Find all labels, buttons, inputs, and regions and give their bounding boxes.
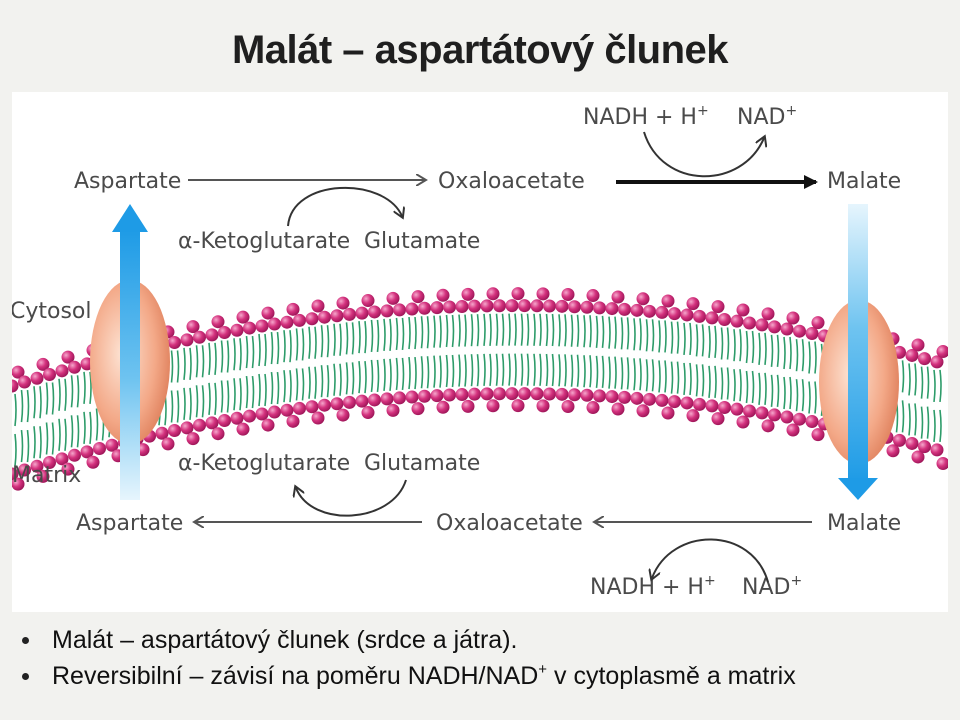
cytosol-ketoglutarate-glutamate-curve xyxy=(287,187,402,227)
bullet-text-1: Malát – aspartátový člunek (srdce a játr… xyxy=(52,626,518,654)
cytosol-nadh-label: NADH + H+ xyxy=(583,103,709,130)
matrix-glutamate-ketoglutarate-curve xyxy=(296,479,407,517)
cytosol-aspartate-label: Aspartate xyxy=(74,169,181,194)
matrix-nad-label: NAD+ xyxy=(742,573,802,600)
matrix-nad-nadh-curve xyxy=(652,538,769,583)
matrix-nadh-label: NADH + H+ xyxy=(590,573,716,600)
aspartate-export-arrow xyxy=(112,204,148,500)
bullet-item-2: Reversibilní – závisí na poměru NADH/NAD… xyxy=(14,658,954,694)
matrix-aspartate-label: Aspartate xyxy=(76,511,183,536)
malate-import-arrow xyxy=(838,204,878,500)
slide-title: Malát – aspartátový člunek xyxy=(231,28,729,72)
cytosol-malate-label: Malate xyxy=(827,169,901,194)
cytosol-nad-label: NAD+ xyxy=(737,103,797,130)
matrix-label: Matrix xyxy=(12,463,81,488)
bullet-dot-icon xyxy=(22,673,29,680)
matrix-malate-label: Malate xyxy=(827,511,901,536)
malate-aspartate-shuttle-figure: Aspartate Oxaloacetate Malate α-Ketoglut… xyxy=(12,92,948,612)
cytosol-ketoglutarate-label: α-Ketoglutarate xyxy=(178,229,350,254)
shuttle-diagram: Aspartate Oxaloacetate Malate α-Ketoglut… xyxy=(12,103,948,600)
matrix-glutamate-label: Glutamate xyxy=(364,451,480,476)
bullet-dot-icon xyxy=(22,637,29,644)
cytosol-nadh-nad-curve xyxy=(643,131,764,178)
cytosol-label: Cytosol xyxy=(12,299,92,324)
bullet-list: Malát – aspartátový člunek (srdce a játr… xyxy=(14,622,954,694)
cytosol-oxaloacetate-label: Oxaloacetate xyxy=(438,169,585,194)
bullet-item-1: Malát – aspartátový člunek (srdce a játr… xyxy=(14,622,954,658)
cytosol-glutamate-label: Glutamate xyxy=(364,229,480,254)
matrix-ketoglutarate-label: α-Ketoglutarate xyxy=(178,451,350,476)
bullet-text-2: Reversibilní – závisí na poměru NADH/NAD… xyxy=(52,661,796,690)
membrane-lipid-heads xyxy=(12,287,948,491)
matrix-oxaloacetate-label: Oxaloacetate xyxy=(436,511,583,536)
